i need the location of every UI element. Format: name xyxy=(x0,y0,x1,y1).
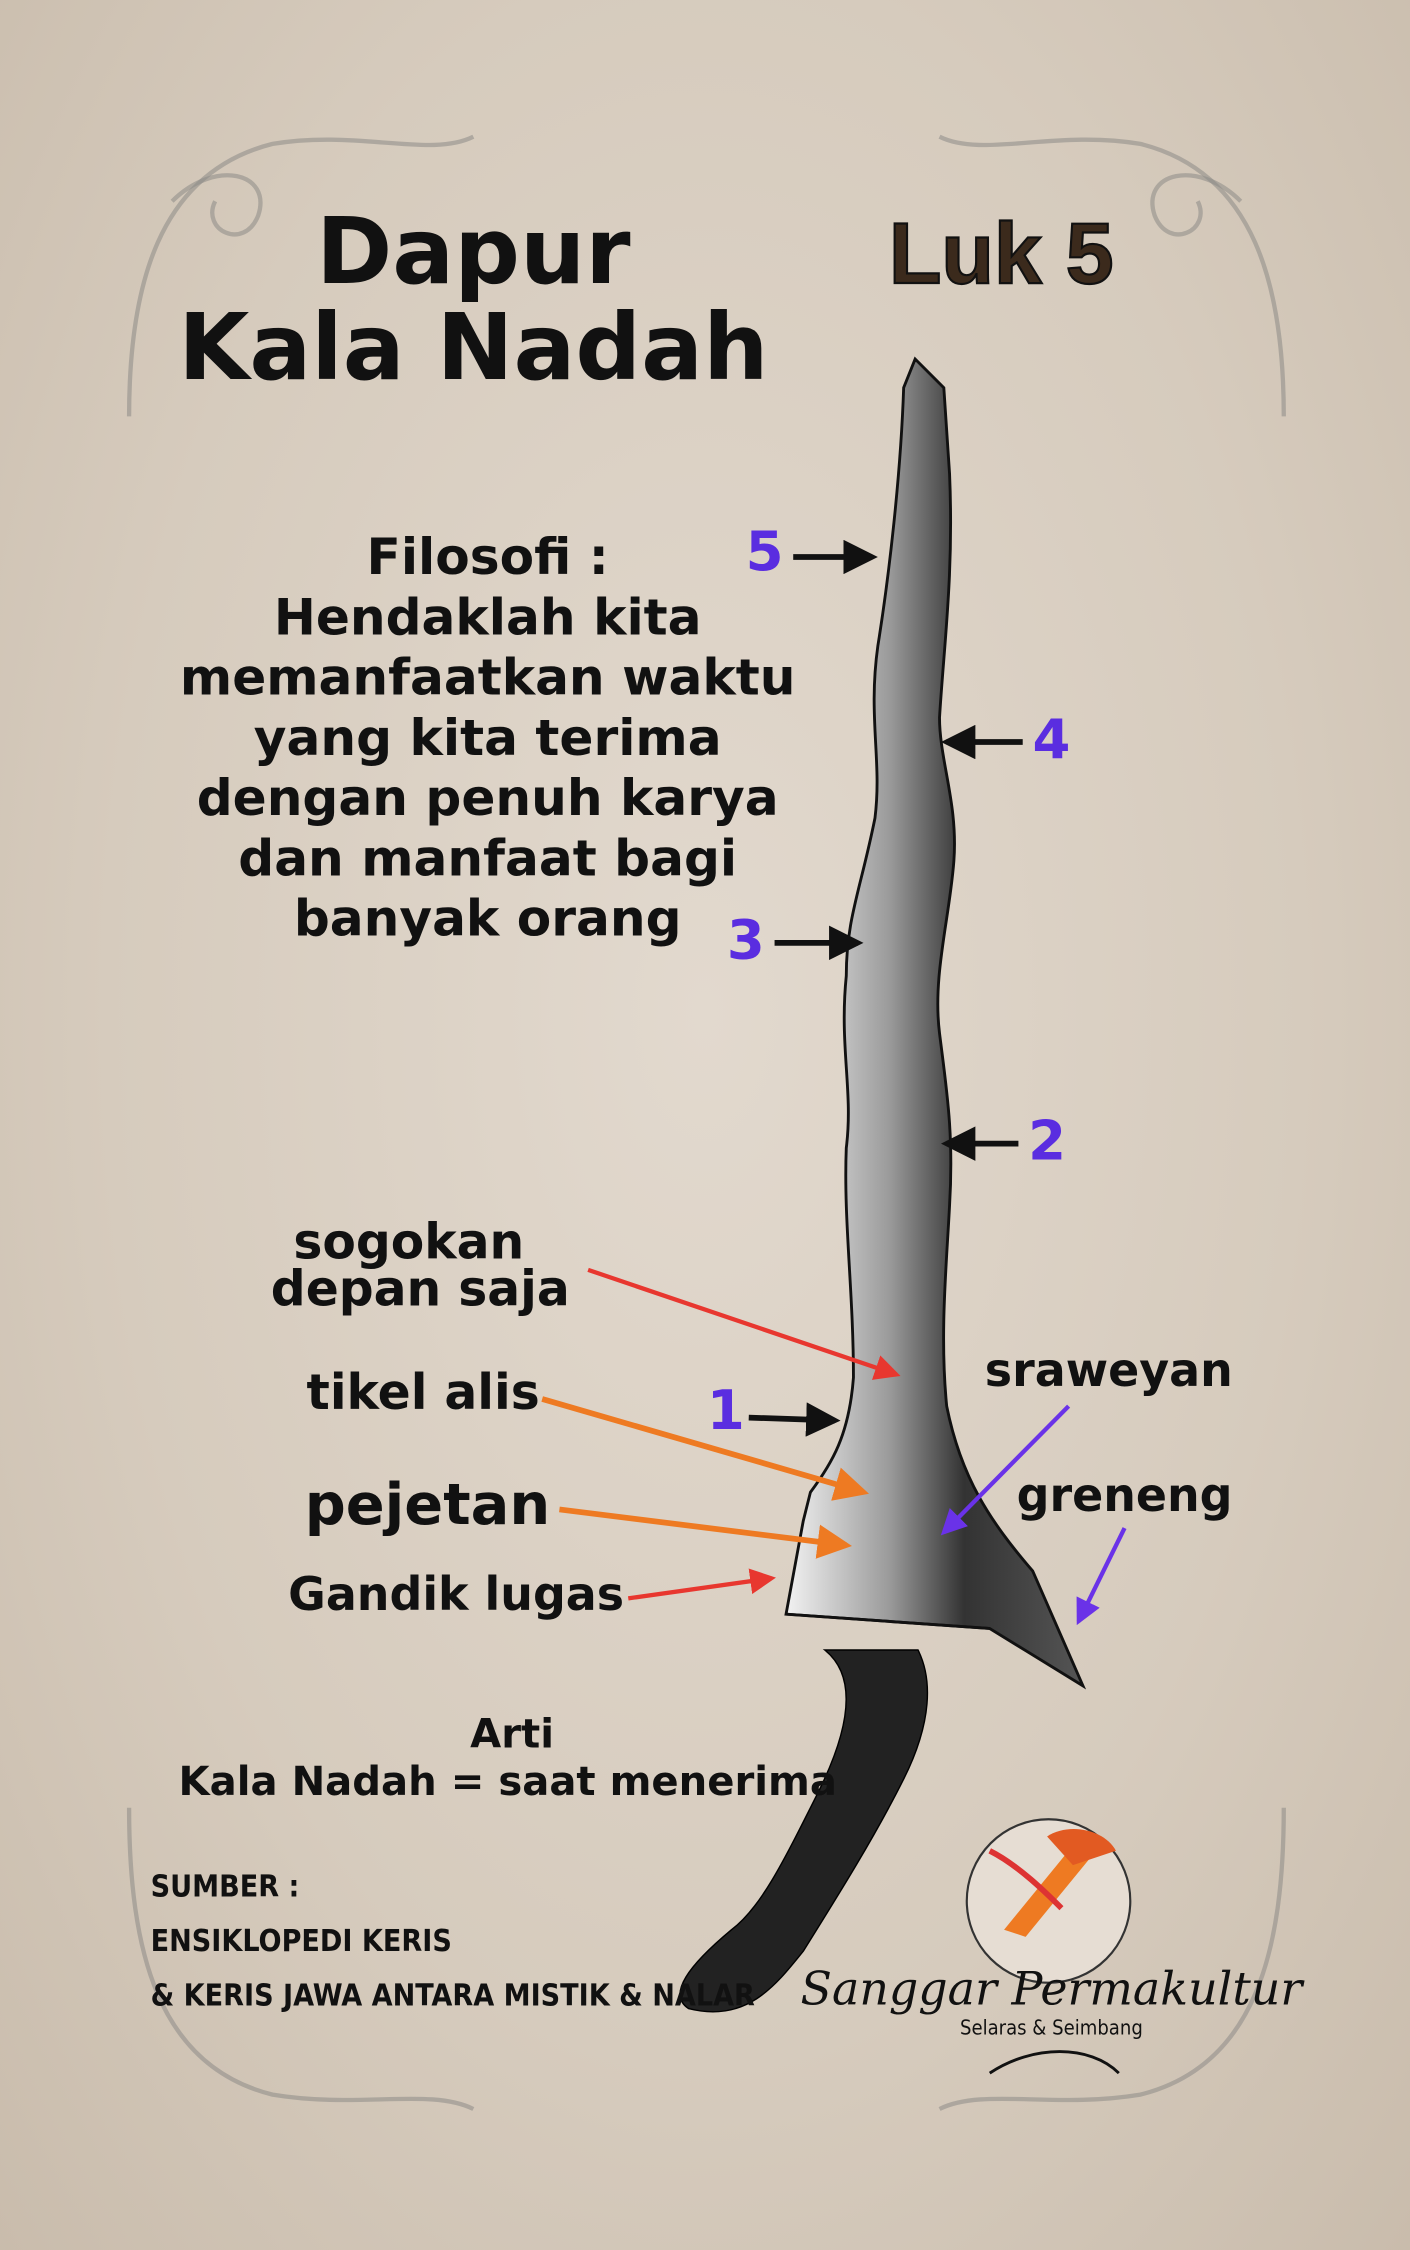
title-line-2: Kala Nadah xyxy=(178,294,768,401)
label-sogokan: sogokan xyxy=(293,1214,524,1270)
label-pejetan: pejetan xyxy=(305,1471,551,1538)
luk-marker-4: 4 xyxy=(940,707,1070,771)
label-sraweyan: sraweyan xyxy=(985,1343,1233,1397)
keris-handle xyxy=(679,1649,929,2013)
filosofi-line: yang kita terima xyxy=(254,708,722,767)
keris-illustration xyxy=(679,356,1087,2013)
arrow-sraweyan xyxy=(940,1404,1071,1536)
arrow-pejetan xyxy=(559,1506,852,1559)
sumber-line: ENSIKLOPEDI KERIS xyxy=(151,1924,452,1959)
label-tikel-alis: tikel alis xyxy=(307,1365,540,1421)
arrow-sogokan xyxy=(587,1267,901,1380)
corner-ornament-top-left xyxy=(126,134,475,417)
label-sogokan-2: depan saja xyxy=(271,1262,570,1318)
luk-marker-1: 1 xyxy=(707,1378,841,1442)
logo-ribbon-icon xyxy=(988,1848,1064,1911)
arrow-greneng xyxy=(1076,1527,1127,1626)
marker-number: 1 xyxy=(707,1378,745,1442)
arti-text: Kala Nadah = saat menerima xyxy=(179,1759,837,1805)
arti-heading: Arti xyxy=(470,1712,554,1758)
corner-ornament-bottom-right xyxy=(938,1807,1286,2111)
arrow-tikel-alis xyxy=(541,1396,870,1501)
logo-tagline: Selaras & Seimbang xyxy=(960,2015,1143,2039)
sumber-label: SUMBER : xyxy=(151,1870,300,1905)
sumber-line: & KERIS JAWA ANTARA MISTIK & NALAR xyxy=(151,1979,755,2014)
luk-count: Luk 5 xyxy=(889,206,1114,302)
luk-marker-2: 2 xyxy=(940,1108,1066,1172)
filosofi-text: Filosofi : Hendaklah kita memanfaatkan w… xyxy=(180,527,796,947)
marker-number: 5 xyxy=(746,519,784,583)
label-greneng: greneng xyxy=(1017,1468,1233,1522)
logo-flame-icon xyxy=(1047,1828,1116,1866)
luk-marker-5: 5 xyxy=(746,519,878,583)
arrow-gandik xyxy=(627,1568,776,1601)
corner-ornament-bottom-left xyxy=(126,1807,475,2111)
luk-marker-3: 3 xyxy=(727,908,864,972)
title-line-1: Dapur xyxy=(316,198,630,305)
filosofi-line: Hendaklah kita xyxy=(274,587,702,646)
logo-name: Sanggar Permakultur xyxy=(801,1961,1306,2015)
marker-number: 2 xyxy=(1028,1108,1066,1172)
filosofi-line: banyak orang xyxy=(294,889,682,948)
corner-ornament-top-right xyxy=(938,134,1286,417)
filosofi-line: dan manfaat bagi xyxy=(238,828,737,887)
filosofi-line: memanfaatkan waktu xyxy=(180,648,796,707)
marker-number: 4 xyxy=(1032,707,1070,771)
filosofi-line: Filosofi : xyxy=(367,527,609,586)
marker-number: 3 xyxy=(727,908,765,972)
label-gandik: Gandik lugas xyxy=(288,1567,624,1621)
logo-swash xyxy=(988,2050,1120,2075)
logo: Sanggar Permakultur Selaras & Seimbang xyxy=(801,1818,1306,2075)
arrow-icon xyxy=(748,1402,841,1437)
filosofi-line: dengan penuh karya xyxy=(197,768,779,827)
